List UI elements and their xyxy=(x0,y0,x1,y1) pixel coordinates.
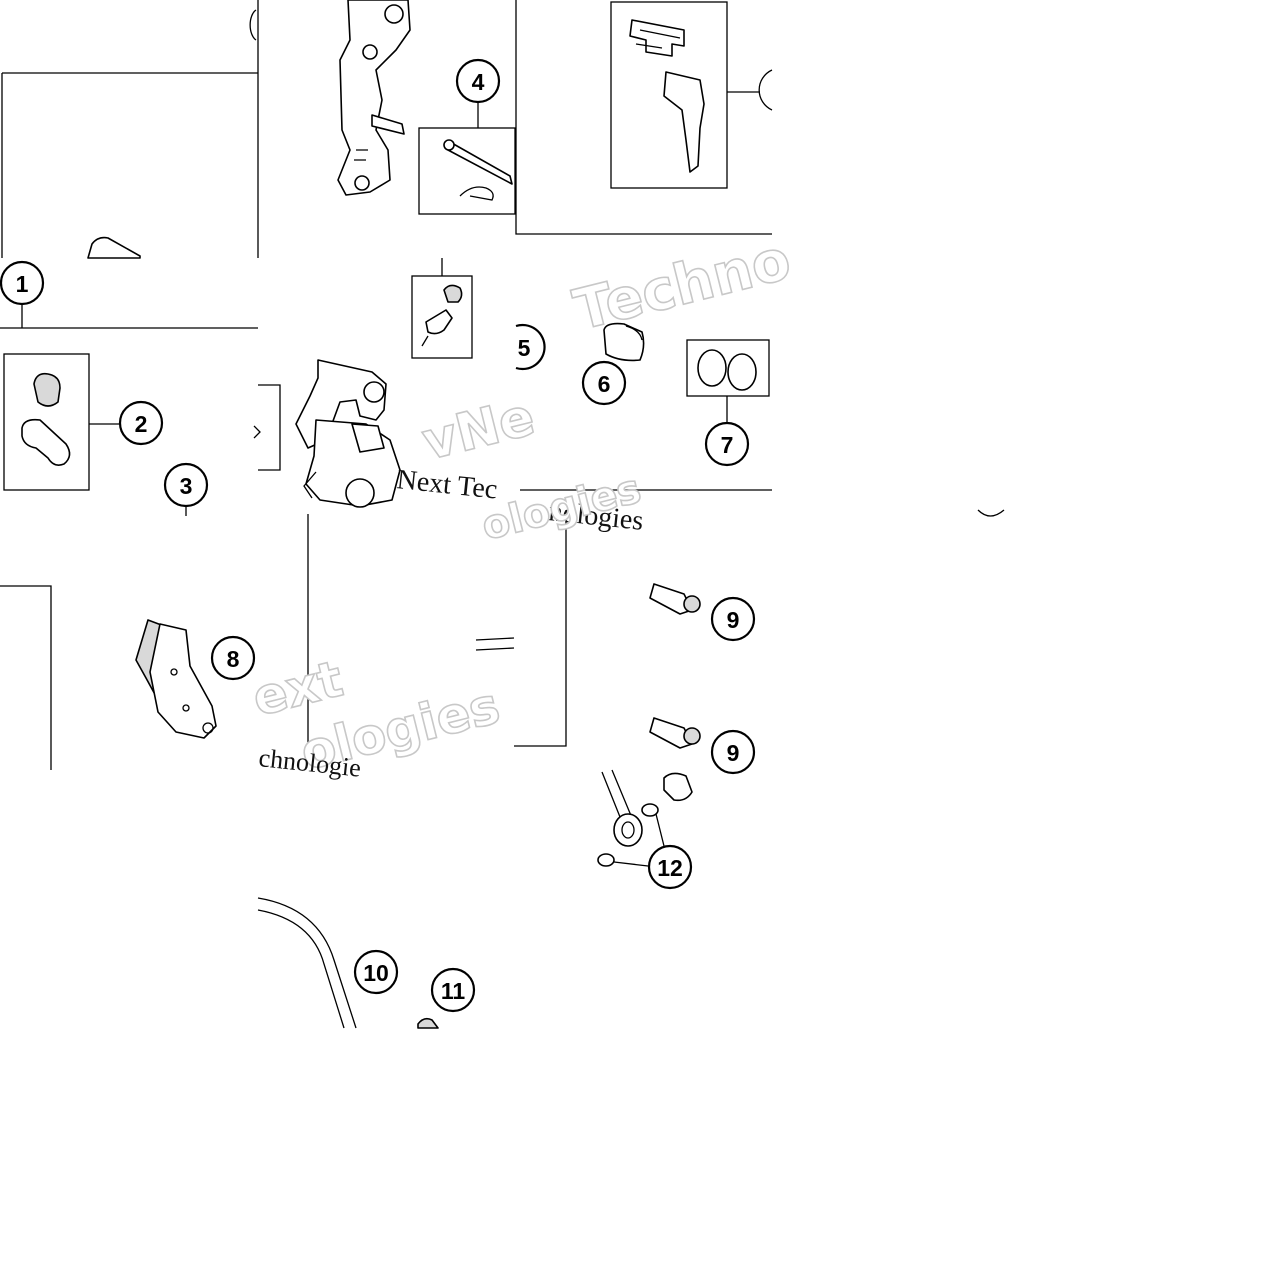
tile-brake-pads xyxy=(135,619,217,739)
watermark-vne: vNe xyxy=(417,387,541,472)
callout-5-label: 5 xyxy=(518,335,531,361)
caliper-piston xyxy=(603,322,645,362)
callout-1[interactable]: 1 xyxy=(0,260,45,306)
callout-5[interactable]: 5 xyxy=(515,323,546,371)
callout-10-label: 10 xyxy=(363,960,389,986)
callout-10[interactable]: 10 xyxy=(353,949,399,995)
sealing-washer-lower xyxy=(597,853,615,867)
dust-seal-ring xyxy=(727,353,757,391)
mounting-bolt-upper xyxy=(649,583,693,615)
callout-9-lower[interactable]: 9 xyxy=(710,729,756,775)
tile-caliper-bracket xyxy=(337,0,516,215)
banjo-bolt xyxy=(663,772,693,802)
mounting-bolt-lower xyxy=(649,717,693,749)
pin-head xyxy=(443,139,455,151)
callout-9-lower-label: 9 xyxy=(727,740,740,766)
tile-piston-seals xyxy=(411,258,1005,517)
tile-mounting-bolts xyxy=(514,510,701,749)
bleeder-screw xyxy=(21,418,71,466)
sealing-washer-upper xyxy=(641,803,659,817)
bolt-head-upper xyxy=(683,595,701,613)
tile-brake-hose xyxy=(257,769,693,1029)
callout-8[interactable]: 8 xyxy=(210,635,256,681)
bleeder-valve xyxy=(425,309,453,335)
bracket-bolt-hole xyxy=(384,4,404,24)
pad-spring-clip xyxy=(629,19,685,57)
caliper-piston-bore xyxy=(345,478,375,508)
callout-4-label: 4 xyxy=(472,69,485,95)
bracket-lower-hole xyxy=(354,175,370,191)
callout-9-upper[interactable]: 9 xyxy=(710,596,756,642)
tile-brake-caliper-overview xyxy=(0,0,259,329)
callout-1-label: 1 xyxy=(16,271,29,297)
caliper-pin-boss xyxy=(363,381,385,403)
tile-pad-spring-kit xyxy=(515,0,773,235)
watermark-ologies-faint: ologies xyxy=(477,466,645,550)
bleeder-valve-cap xyxy=(443,284,463,303)
callout-8-label: 8 xyxy=(227,646,240,672)
callout-3-label: 3 xyxy=(180,473,193,499)
watermark-layer: Techno vNe Next Tec nologies ext ologies… xyxy=(246,226,798,782)
caliper-logo-plate xyxy=(351,423,385,453)
callout-6-label: 6 xyxy=(598,371,611,397)
callout-3[interactable]: 3 xyxy=(163,462,209,508)
caliper-bracket xyxy=(337,0,411,196)
watermark-next-tec: Next Tec xyxy=(395,464,499,505)
bolt-head-lower xyxy=(683,727,701,745)
tile-bleeder-seals xyxy=(0,353,187,770)
callout-9-upper-label: 9 xyxy=(727,607,740,633)
callout-4[interactable]: 4 xyxy=(455,58,501,104)
callout-11[interactable]: 11 xyxy=(430,967,476,1013)
callout-7-label: 7 xyxy=(721,432,734,458)
banjo-fitting xyxy=(613,813,643,847)
caliper-body-partial xyxy=(87,236,141,259)
retaining-clip xyxy=(459,186,494,201)
callout-12[interactable]: 12 xyxy=(647,844,693,890)
watermark-techno: Techno xyxy=(568,227,797,343)
callout-2[interactable]: 2 xyxy=(118,400,164,446)
piston-seal-ring xyxy=(697,349,727,387)
brake-pad-backplate xyxy=(149,623,217,739)
callout-11-label: 11 xyxy=(441,978,466,1004)
bleeder-cap xyxy=(33,372,61,407)
callout-7[interactable]: 7 xyxy=(704,421,750,467)
callout-2-label: 2 xyxy=(135,411,148,437)
bracket-hole xyxy=(362,44,378,60)
tile-brake-caliper xyxy=(253,359,515,760)
hose-fitting xyxy=(417,1017,439,1029)
caliper-pin xyxy=(447,141,513,185)
callout-12-label: 12 xyxy=(657,855,683,881)
callout-6[interactable]: 6 xyxy=(581,360,627,406)
bracket-guide-pin xyxy=(371,114,405,135)
pad-spring-plate xyxy=(663,71,705,173)
